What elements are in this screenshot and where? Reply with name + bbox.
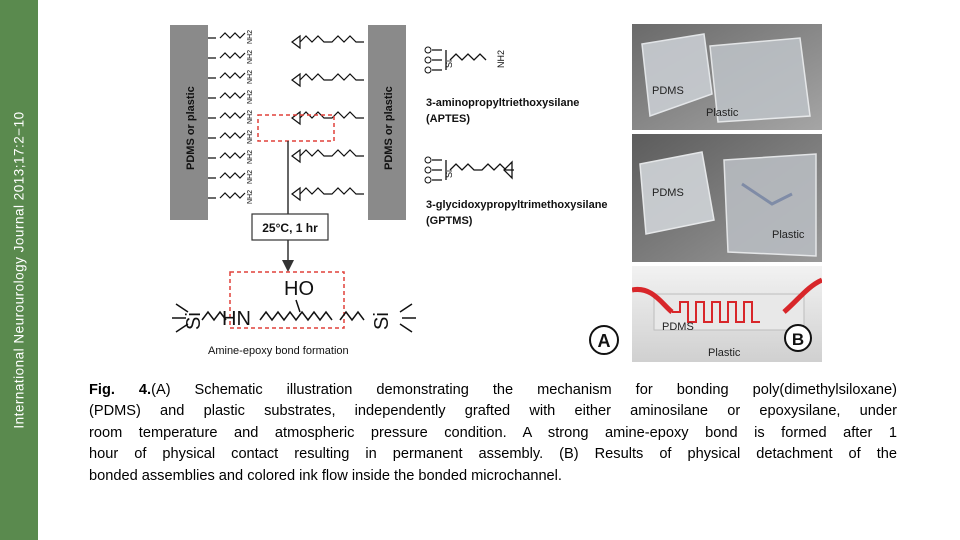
gptms-structure: Si	[424, 156, 514, 184]
aptes-chain-6	[208, 132, 246, 139]
aptes-nh2-8: NH2	[247, 170, 254, 184]
aptes-abbrev: (APTES)	[426, 113, 470, 125]
caption-line-4: hour of physical contact resulting in pe…	[89, 446, 897, 463]
product-chain-left	[201, 310, 227, 322]
product-box	[229, 271, 345, 329]
panel-a-label: A	[598, 331, 611, 351]
aptes-structure: Si NH2	[424, 46, 506, 74]
plastic-piece-2	[723, 153, 817, 257]
condition-label: 25°C, 1 hr	[262, 221, 318, 235]
caption-line-1-text: (A) Schematic illustration demonstrating…	[151, 382, 898, 398]
photo3-pdms-label: PDMS	[662, 321, 694, 333]
epoxy-ring-1	[291, 34, 301, 50]
photo1-plastic-label: Plastic	[706, 107, 739, 119]
gptms-chain-1	[299, 35, 364, 43]
gptms-chain-4	[299, 149, 364, 157]
gptms-name: 3-glycidoxypropyltrimethoxysilane	[426, 199, 608, 211]
figure-caption: Fig. 4.(A) Schematic illustration demons…	[89, 380, 897, 487]
aptes-si: Si	[444, 60, 454, 68]
right-substrate-slab	[368, 25, 406, 220]
aptes-chain-3	[208, 72, 246, 79]
product-ho: HO	[284, 278, 314, 300]
red-ink-channel	[672, 301, 760, 323]
aptes-chain-1	[208, 32, 246, 39]
reaction-arrowhead	[282, 260, 294, 272]
photo3-plastic-label: Plastic	[708, 347, 741, 359]
product-chain-mid	[259, 310, 333, 322]
caption-line-3: room temperature and atmospheric pressur…	[89, 424, 897, 441]
product-si-right: Si	[371, 312, 393, 330]
epoxy-ring-2	[291, 72, 301, 88]
product-si-right-bonds	[399, 303, 416, 333]
aptes-nh2-4: NH2	[247, 90, 254, 104]
bond-formation-label: Amine-epoxy bond formation	[208, 345, 349, 357]
aptes-chain-5	[208, 112, 246, 119]
left-slab-label: PDMS or plastic	[185, 86, 197, 170]
gptms-chain-2	[299, 73, 364, 81]
figure-panel-a: PDMS or plastic PDMS or plastic NH2NH2NH…	[170, 25, 619, 357]
epoxy-ring-3	[291, 110, 301, 126]
caption-line-5: bonded assemblies and colored ink flow i…	[89, 467, 562, 484]
aptes-nh2-1: NH2	[247, 30, 254, 44]
photo2-plastic-label: Plastic	[772, 229, 805, 241]
panel-a-badge	[589, 325, 619, 355]
product-hn: HN	[222, 308, 251, 330]
condition-box	[251, 213, 329, 241]
pdms-piece-2	[639, 151, 715, 235]
reaction-highlight-box	[257, 114, 335, 142]
aptes-nh2-6: NH2	[247, 130, 254, 144]
aptes-name: 3-aminopropyltriethoxysilane	[426, 97, 579, 109]
figure-panel-b: PDMS Plastic PDMS Plastic PDMS Plastic B	[632, 24, 822, 362]
photo1-pdms-label: PDMS	[652, 85, 684, 97]
epoxy-ring-5	[291, 186, 301, 202]
journal-citation: International Neurourology Journal 2013;…	[11, 111, 27, 429]
outlet-tube	[782, 277, 822, 314]
plastic-piece-1	[709, 37, 811, 123]
aptes-nh2-2: NH2	[247, 50, 254, 64]
caption-fig-label: Fig. 4.	[89, 382, 152, 398]
pdms-piece-1	[641, 33, 713, 118]
gptms-chain-5	[299, 187, 364, 195]
aptes-nh2-7: NH2	[247, 150, 254, 164]
epoxy-ring-4	[291, 148, 301, 164]
photo2-pdms-label: PDMS	[652, 187, 684, 199]
aptes-nh2-5: NH2	[247, 110, 254, 124]
product-oh-bond	[295, 299, 301, 313]
aptes-nh2: NH2	[496, 50, 506, 68]
product-chain-right	[339, 310, 365, 322]
product-si-left-bonds	[172, 303, 189, 333]
gptms-grafted-chains	[291, 34, 364, 202]
aptes-chain-2	[208, 52, 246, 59]
gptms-chain-3	[299, 111, 364, 119]
panel-b-badge	[784, 324, 812, 352]
panel-b-label: B	[792, 330, 804, 349]
inlet-tube	[632, 286, 674, 314]
caption-line-1: Fig. 4.(A) Schematic illustration demons…	[89, 380, 897, 401]
aptes-chain-7	[208, 152, 246, 159]
aptes-chain-4	[208, 92, 246, 99]
aptes-chain-9	[208, 192, 246, 199]
aptes-nh2-3: NH2	[247, 70, 254, 84]
caption-line-2: (PDMS) and plastic substrates, independe…	[89, 403, 897, 420]
left-substrate-slab	[170, 25, 208, 220]
gptms-si: Si	[444, 170, 454, 178]
right-slab-label: PDMS or plastic	[383, 86, 395, 170]
gptms-abbrev: (GPTMS)	[426, 215, 473, 227]
journal-sidebar: International Neurourology Journal 2013;…	[0, 0, 38, 540]
aptes-chain-8	[208, 172, 246, 179]
aptes-nh2-9: NH2	[247, 190, 254, 204]
product-si-left: Si	[183, 312, 205, 330]
